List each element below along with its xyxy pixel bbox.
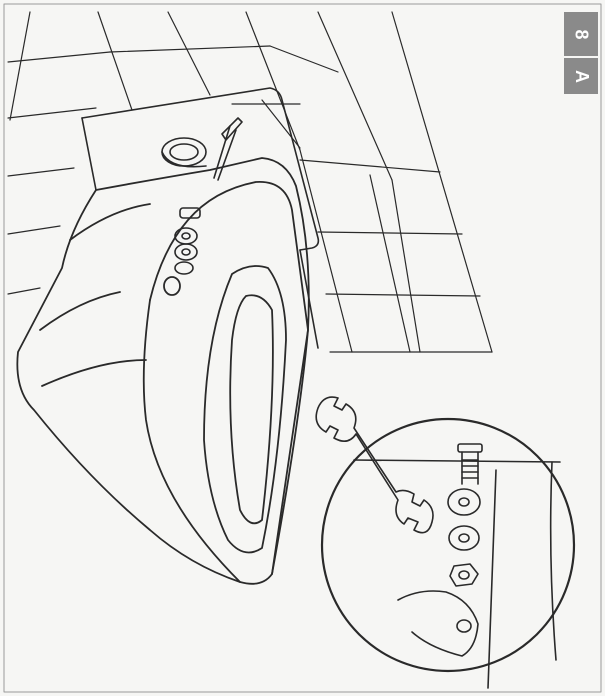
- step-letter-badge: A: [564, 58, 598, 94]
- nut-icon: [449, 563, 479, 587]
- step-number-badge: 8: [564, 12, 598, 56]
- washer-icon: [447, 488, 481, 516]
- wrench-icon: [315, 396, 434, 534]
- step-number: 8: [571, 28, 592, 40]
- step-letter: A: [571, 69, 592, 83]
- wall-tiles: [7, 11, 493, 353]
- page-frame: [3, 3, 602, 693]
- side-bolt-assembly: [174, 117, 243, 275]
- detail-magnifier: [320, 417, 576, 689]
- washbasin: [16, 157, 310, 585]
- washer-icon: [448, 525, 480, 551]
- waste-pipe: [161, 137, 207, 168]
- bolt-icon: [457, 443, 483, 485]
